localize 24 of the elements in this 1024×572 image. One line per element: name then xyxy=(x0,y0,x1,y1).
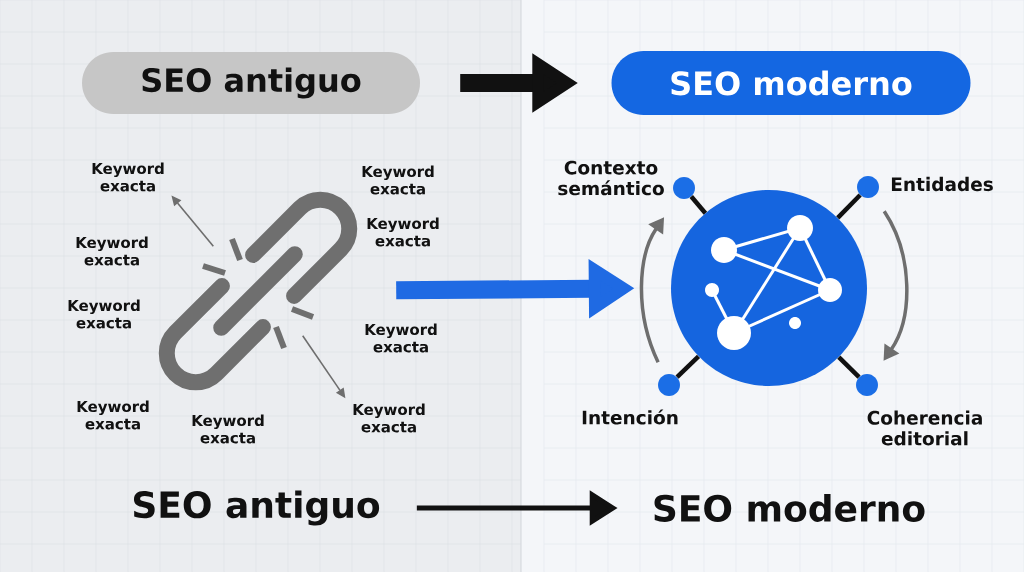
heading-text: SEO moderno xyxy=(654,494,925,522)
connector-line xyxy=(837,355,861,379)
node-dot xyxy=(856,374,878,396)
keyword-label: Keyword exacta xyxy=(353,403,425,433)
dot-label: Contexto semántico xyxy=(558,160,664,196)
keyword-label: Keyword exacta xyxy=(77,400,149,430)
node-dot xyxy=(673,177,695,199)
keyword-label: Keyword exacta xyxy=(68,299,140,329)
keyword-label: Keyword exacta xyxy=(192,414,264,444)
dot-label: Coherencia editorial xyxy=(867,410,982,446)
dot-label: Intención xyxy=(582,409,678,425)
connector-line xyxy=(836,193,862,220)
connector-line xyxy=(675,354,701,379)
network-icon xyxy=(671,190,867,386)
heading-text: SEO antiguo xyxy=(133,490,380,526)
node-dot xyxy=(857,176,879,198)
dot-label: Entidades xyxy=(891,176,993,192)
title-pill: SEO moderno xyxy=(611,51,971,115)
connector-line xyxy=(689,195,708,215)
node-dot xyxy=(658,374,680,396)
broken-chain-icon xyxy=(158,191,358,391)
keyword-label: Keyword exacta xyxy=(92,162,164,192)
title-pill: SEO antiguo xyxy=(82,52,420,114)
keyword-label: Keyword exacta xyxy=(362,165,434,195)
